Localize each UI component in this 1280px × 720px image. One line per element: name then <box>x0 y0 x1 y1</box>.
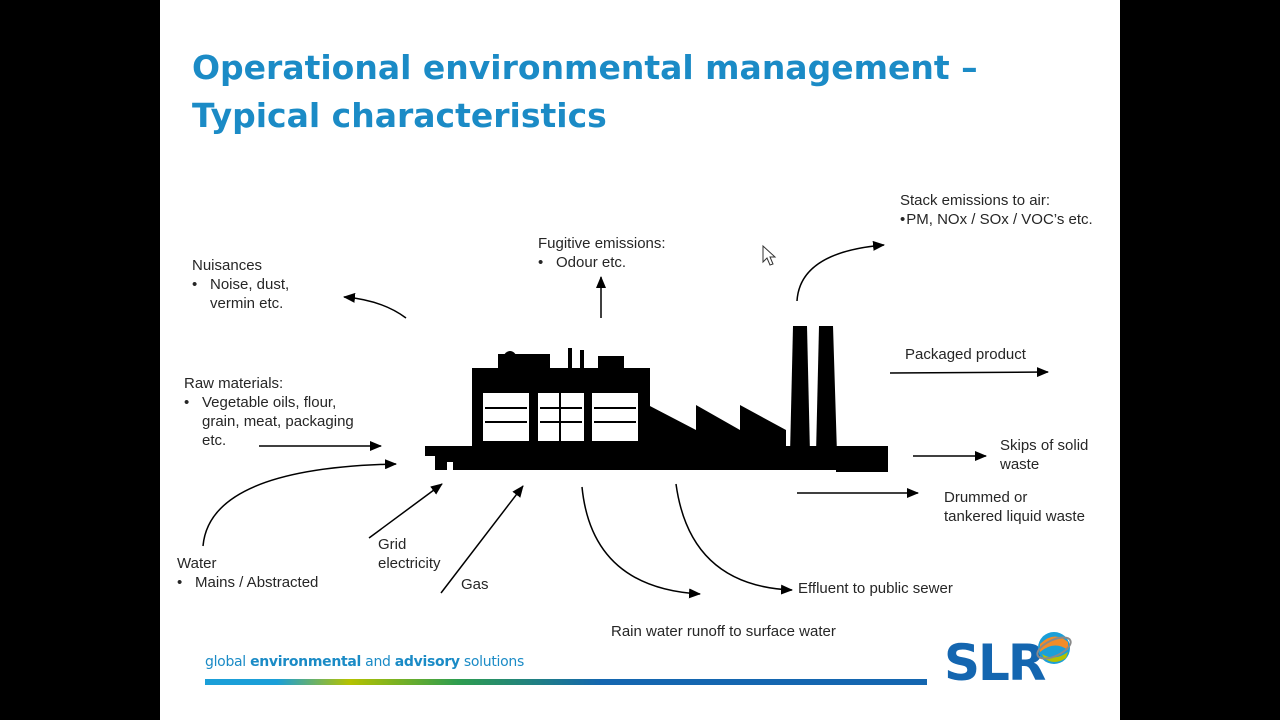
arrow-gas <box>440 485 524 594</box>
arrow-grid <box>368 483 443 539</box>
raw-heading: Raw materials: <box>184 375 284 392</box>
raw-item-cont: etc. <box>202 432 227 449</box>
footer-tagline: global environmental and advisory soluti… <box>205 654 524 670</box>
globe-icon <box>1036 632 1072 664</box>
slide-title: Operational environmental management – T… <box>192 48 978 135</box>
effluent-label: Effluent to public sewer <box>798 580 953 597</box>
stack-item: PM, NOx / SOx / VOC’s etc. <box>900 210 1092 229</box>
process-diagram <box>202 240 1049 599</box>
arrow-effluent <box>675 483 793 595</box>
nuisances-item: Noise, dust, <box>192 275 289 294</box>
raw-item: Vegetable oils, flour, <box>184 393 354 412</box>
arrow-stack <box>796 240 885 302</box>
stack-heading: Stack emissions to air: <box>900 192 1051 209</box>
water-heading: Water <box>177 555 217 572</box>
rain-runoff-label: Rain water runoff to surface water <box>611 623 836 640</box>
fugitive-item: Odour etc. <box>538 253 666 272</box>
nuisances-item-cont: vermin etc. <box>210 295 284 312</box>
water-item: Mains / Abstracted <box>177 573 318 592</box>
packaged-product-label: Packaged product <box>905 346 1026 363</box>
raw-materials-label: Raw materials: Vegetable oils, flour, gr… <box>184 374 354 450</box>
arrow-rain <box>581 486 701 599</box>
arrow-packaged <box>889 367 1049 378</box>
stack-label: Stack emissions to air: PM, NOx / SOx / … <box>900 191 1093 229</box>
raw-item-cont: grain, meat, packaging <box>202 413 354 430</box>
arrow-nuisances <box>343 292 407 319</box>
slr-logo: SLR <box>944 634 1046 692</box>
footer-color-bar <box>205 679 927 685</box>
cursor-icon <box>762 244 777 266</box>
factory-icon <box>425 326 888 472</box>
gas-label: Gas <box>461 576 489 593</box>
flow-arrows <box>202 240 1049 599</box>
slide: Operational environmental management – T… <box>160 0 1120 720</box>
fugitive-label: Fugitive emissions: Odour etc. <box>538 234 666 272</box>
water-label: Water Mains / Abstracted <box>177 554 318 592</box>
nuisances-label: Nuisances Noise, dust, vermin etc. <box>192 256 289 313</box>
arrow-water <box>202 459 397 547</box>
nuisances-heading: Nuisances <box>192 257 263 274</box>
fugitive-heading: Fugitive emissions: <box>538 235 666 252</box>
